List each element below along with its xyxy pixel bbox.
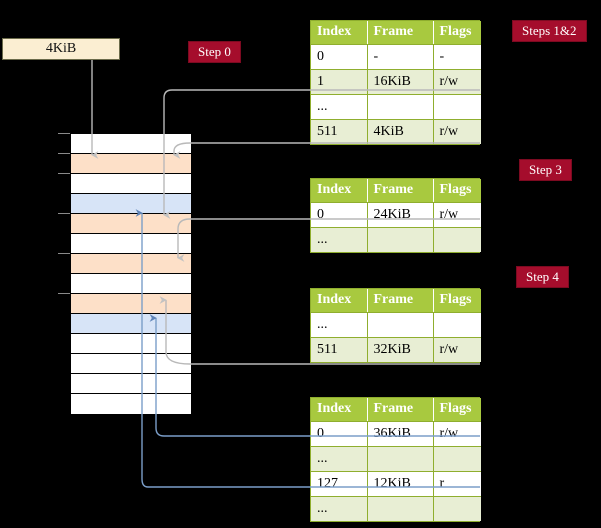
cell-index: ... [311,94,368,120]
column-header-flags: Flags [433,289,481,313]
cell-flags [433,446,481,472]
memory-cell-0[interactable] [71,134,191,154]
cell-frame [367,227,434,252]
memory-cell-8[interactable] [71,294,191,314]
cell-index: 511 [311,119,368,144]
cell-flags: r/w [433,119,481,144]
physical-memory-column [70,133,191,414]
cell-index: 0 [311,44,368,70]
cell-flags: r/w [433,421,481,447]
memory-cell-10[interactable] [71,334,191,354]
table-row[interactable]: ... [311,496,481,521]
memory-cell-9[interactable] [71,314,191,334]
cell-index: ... [311,312,368,338]
memory-cell-7[interactable] [71,274,191,294]
column-header-index: Index [311,398,368,422]
cell-frame: 4KiB [367,119,434,144]
column-header-index: Index [311,21,368,45]
cell-frame [367,496,434,521]
column-header-frame: Frame [367,289,434,313]
memory-cell-3[interactable] [71,194,191,214]
memory-tick-6 [58,253,70,254]
memory-tick-4 [58,213,70,214]
column-header-index: Index [311,289,368,313]
memory-tick-0 [58,133,70,134]
column-header-flags: Flags [433,398,481,422]
cell-flags [433,496,481,521]
cell-frame: 16KiB [367,69,434,95]
cell-index: 0 [311,202,368,228]
cell-frame: 24KiB [367,202,434,228]
table-row[interactable]: ... [311,227,481,252]
cell-index: 1 [311,69,368,95]
source-frame-label: 4KiB [45,41,77,56]
cell-index: ... [311,496,368,521]
cell-flags [433,227,481,252]
cell-frame: 12KiB [367,471,434,497]
column-header-index: Index [311,179,368,203]
memory-tick-1 [58,153,70,154]
memory-cell-12[interactable] [71,374,191,394]
table-row[interactable]: ... [311,94,481,120]
cell-index: ... [311,446,368,472]
column-header-frame: Frame [367,179,434,203]
cell-flags: - [433,44,481,70]
cell-flags [433,94,481,120]
step-badge-step4: Step 4 [516,266,569,288]
cell-flags [433,312,481,338]
column-header-flags: Flags [433,179,481,203]
memory-cell-2[interactable] [71,174,191,194]
memory-cell-5[interactable] [71,234,191,254]
cell-flags: r/w [433,337,481,362]
cell-index: 127 [311,471,368,497]
cell-index: 0 [311,421,368,447]
column-header-frame: Frame [367,21,434,45]
cell-frame [367,446,434,472]
table-row[interactable]: ... [311,312,481,338]
cell-frame [367,312,434,338]
source-frame-box: 4KiB [2,38,120,60]
step-badge-steps1and2: Steps 1&2 [512,20,587,42]
table-row[interactable]: ... [311,446,481,472]
cell-index: 511 [311,337,368,362]
cell-frame: 32KiB [367,337,434,362]
step-badge-step3: Step 3 [519,159,572,181]
column-header-frame: Frame [367,398,434,422]
cell-frame: - [367,44,434,70]
cell-flags: r/w [433,69,481,95]
memory-cell-13[interactable] [71,394,191,414]
column-header-flags: Flags [433,21,481,45]
memory-tick-2 [58,173,70,174]
memory-cell-11[interactable] [71,354,191,374]
cell-flags: r [433,471,481,497]
memory-cell-6[interactable] [71,254,191,274]
table-row[interactable]: 0-- [311,44,481,70]
memory-tick-8 [58,293,70,294]
cell-index: ... [311,227,368,252]
step-badge-step0: Step 0 [188,41,241,63]
memory-cell-1[interactable] [71,154,191,174]
cell-frame [367,94,434,120]
cell-flags: r/w [433,202,481,228]
cell-frame: 36KiB [367,421,434,447]
memory-cell-4[interactable] [71,214,191,234]
